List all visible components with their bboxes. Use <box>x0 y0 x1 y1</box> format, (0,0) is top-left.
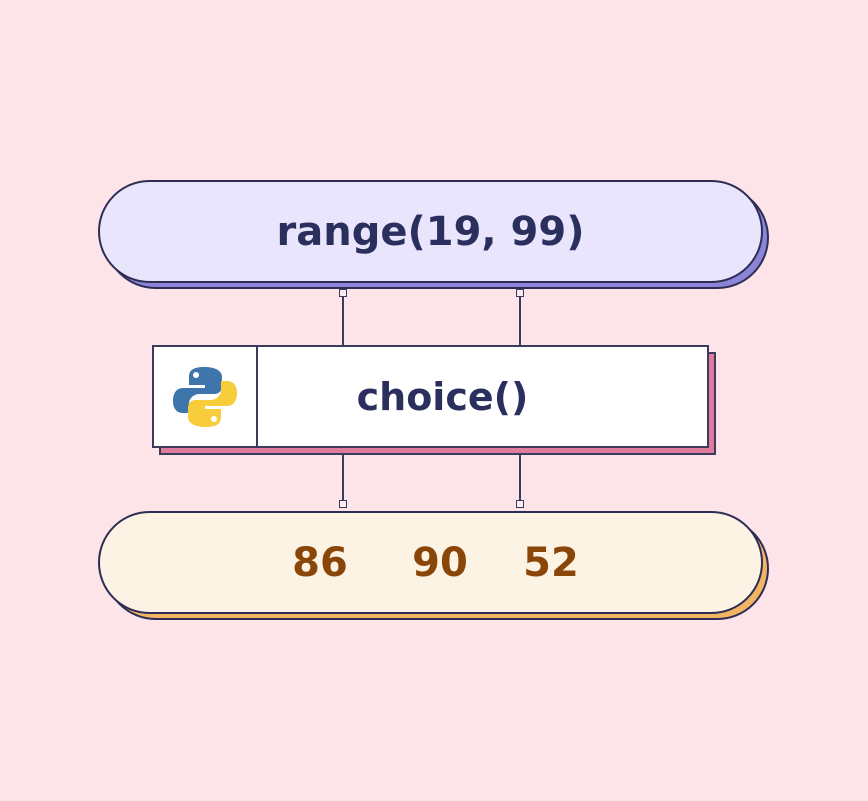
logo-cell <box>154 347 258 446</box>
function-label: choice() <box>356 374 529 419</box>
connector-node <box>339 500 347 508</box>
output-value: 90 <box>412 539 468 586</box>
input-pill: range(19, 99) <box>98 180 763 283</box>
connector-node <box>339 289 347 297</box>
connector-right-top <box>519 293 521 347</box>
connector-node <box>516 289 524 297</box>
output-value: 86 <box>292 539 348 586</box>
connector-right-bottom <box>519 452 521 504</box>
output-pill: 86 90 52 <box>98 511 763 614</box>
output-value: 52 <box>523 539 579 586</box>
python-logo-icon <box>173 366 237 427</box>
connector-node <box>516 500 524 508</box>
connector-left-bottom <box>342 452 344 504</box>
function-box: choice() <box>152 345 709 448</box>
input-label: range(19, 99) <box>276 208 585 255</box>
connector-left-top <box>342 293 344 347</box>
